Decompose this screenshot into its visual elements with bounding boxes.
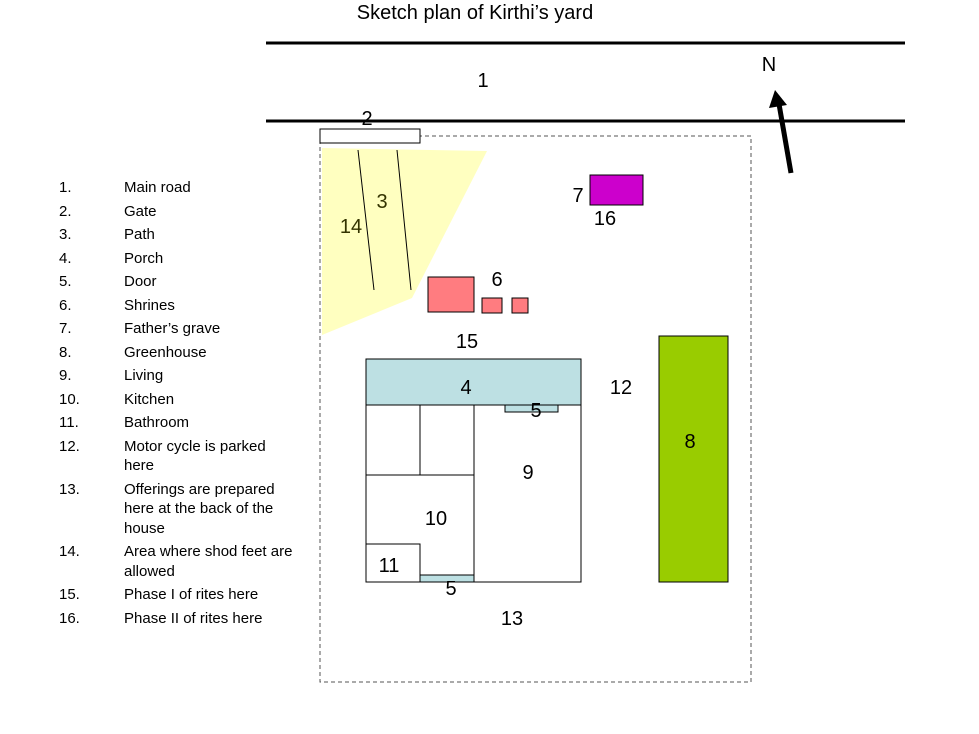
legend-item: 8. Greenhouse <box>59 343 299 363</box>
label-gate: 2 <box>361 108 372 130</box>
legend-item: 15. Phase I of rites here <box>59 585 299 605</box>
legend-text: Offerings are prepared here at the back … <box>124 480 275 537</box>
legend-item: 10. Kitchen <box>59 390 299 410</box>
label-bathroom: 11 <box>379 555 400 577</box>
door-back <box>419 574 475 583</box>
legend-item: 2. Gate <box>59 202 299 222</box>
legend-text: Gate <box>124 202 157 220</box>
legend-text: Bathroom <box>124 414 190 431</box>
label-path: 3 <box>376 191 387 213</box>
label-greenhouse: 8 <box>684 431 695 453</box>
legend-text: Area where shod feet are allowed <box>124 543 293 580</box>
path-line-left <box>357 149 375 291</box>
label-offerings: 13 <box>501 608 523 630</box>
label-motorcycle: 12 <box>610 377 632 399</box>
legend-item: 16. Phase II of rites here <box>59 609 299 629</box>
legend-number: 4. <box>59 249 72 267</box>
door-front <box>504 404 559 413</box>
legend-item: 11. Bathroom <box>59 413 299 433</box>
gate <box>319 128 421 144</box>
legend-number: 11. <box>59 414 79 431</box>
legend-item: 5. Door <box>59 272 299 292</box>
legend-text: Door <box>124 273 157 290</box>
legend-number: 3. <box>59 226 72 243</box>
legend-item: 1. Main road <box>59 178 299 198</box>
legend-text: Porch <box>124 249 164 267</box>
legend-number: 14. <box>59 543 80 560</box>
label-kitchen: 10 <box>425 508 447 530</box>
shrine-small-1 <box>481 297 503 314</box>
bathroom <box>365 543 421 583</box>
legend-text: Path <box>124 226 155 243</box>
shrine-large <box>427 276 475 313</box>
legend-number: 15. <box>59 586 80 603</box>
legend-number: 8. <box>59 343 72 361</box>
legend-number: 16. <box>59 609 80 627</box>
legend-text: Kitchen <box>124 390 175 408</box>
label-phase1: 15 <box>456 331 478 353</box>
label-living: 9 <box>522 462 533 484</box>
north-arrow-shaft <box>776 103 794 174</box>
fathers-grave <box>589 174 644 206</box>
legend-item: 13. Offerings are prepared here at the ba… <box>59 480 299 539</box>
label-fathers-grave: 7 <box>572 185 583 207</box>
legend-number: 6. <box>59 296 72 314</box>
porch <box>365 358 582 406</box>
label-phase2: 16 <box>594 208 616 230</box>
diagram-title: Sketch plan of Kirthi’s yard <box>356 2 594 24</box>
label-porch: 4 <box>460 377 471 399</box>
legend-number: 5. <box>59 273 72 290</box>
legend-item: 7. Father’s grave <box>59 319 299 339</box>
label-shrines: 6 <box>491 269 502 291</box>
legend-number: 1. <box>59 179 72 196</box>
north-arrow-icon <box>769 90 787 108</box>
legend-text: Father’s grave <box>124 320 221 337</box>
legend-number: 7. <box>59 320 72 337</box>
legend-text: Phase II of rites here <box>124 609 263 627</box>
label-main-road: 1 <box>477 70 488 92</box>
yard-boundary <box>319 135 752 683</box>
legend-number: 2. <box>59 202 72 220</box>
legend-item: 6. Shrines <box>59 296 299 316</box>
compass-label: N <box>762 54 776 76</box>
legend-item: 12. Motor cycle is parked here <box>59 437 299 476</box>
legend-number: 13. <box>59 480 80 498</box>
legend-item: 3. Path <box>59 225 299 245</box>
legend-number: 12. <box>59 437 80 455</box>
label-shod-area: 14 <box>340 216 362 238</box>
legend-item: 4. Porch <box>59 249 299 269</box>
greenhouse <box>658 335 729 583</box>
path-line-right <box>396 149 412 291</box>
legend-text: Motor cycle is parked here <box>124 437 266 475</box>
legend-number: 10. <box>59 390 80 408</box>
label-door-front: 5 <box>530 400 541 422</box>
legend-text: Living <box>124 367 164 384</box>
legend-text: Greenhouse <box>124 343 207 361</box>
legend-text: Shrines <box>124 296 175 314</box>
label-door-back: 5 <box>445 578 456 600</box>
legend: 1. Main road 2. Gate 3. Path 4. Porch 5. Door 6. Sh… <box>59 178 299 632</box>
legend-number: 9. <box>59 367 72 384</box>
legend-item: 14. Area where shod feet are allowed <box>59 542 299 581</box>
legend-text: Main road <box>124 179 191 196</box>
legend-text: Phase I of rites here <box>124 586 259 603</box>
legend-item: 9. Living <box>59 366 299 386</box>
shrine-small-2 <box>511 297 529 314</box>
